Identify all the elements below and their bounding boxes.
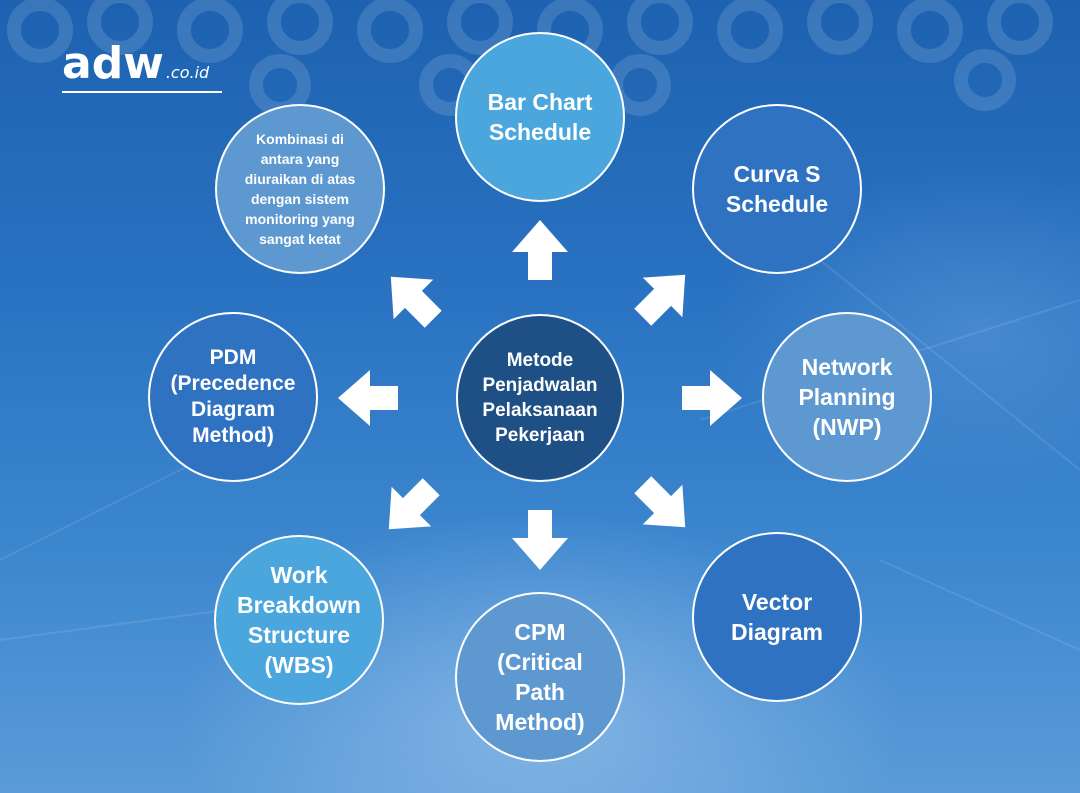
node-curva-s-schedule-label: Curva S Schedule [725,161,829,217]
node-bar-chart-schedule-label: Bar Chart Schedule [487,89,593,145]
arrow-icon-right [682,370,742,426]
node-bar-chart-schedule: Bar Chart Schedule [455,32,625,202]
node-curva-s-schedule: Curva S Schedule [692,104,862,274]
logo-wordmark: adw [62,38,164,89]
node-vector-diagram: Vector Diagram [692,532,862,702]
node-wbs-label: Work Breakdown Structure (WBS) [237,562,361,678]
node-network-planning: Network Planning (NWP) [762,312,932,482]
arrow-icon-up-right [634,274,686,326]
node-kombinasi-label: Kombinasi di antara yang diuraikan di at… [244,131,356,247]
node-cpm: CPM (Critical Path Method) [455,592,625,762]
arrow-icon-down [512,510,568,570]
arrow-icon-down-left [388,478,440,530]
node-network-planning-label: Network Planning (NWP) [798,354,896,440]
node-pdm: PDM (Precedence Diagram Method) [148,312,318,482]
center-node: Metode Penjadwalan Pelaksanaan Pekerjaan [456,314,624,482]
node-wbs: Work Breakdown Structure (WBS) [214,535,384,705]
logo-domain: .co.id [165,63,210,82]
arrow-icon-down-right [634,476,686,528]
node-pdm-label: PDM (Precedence Diagram Method) [170,346,296,447]
arrow-icon-up-left [390,276,442,328]
arrow-icon-left [338,370,398,426]
node-vector-diagram-label: Vector Diagram [730,589,824,645]
node-kombinasi: Kombinasi di antara yang diuraikan di at… [215,104,385,274]
center-node-label: Metode Penjadwalan Pelaksanaan Pekerjaan [482,350,598,446]
logo: adw.co.id [62,38,222,93]
node-cpm-label: CPM (Critical Path Method) [495,619,585,735]
arrow-icon-up [512,220,568,280]
logo-underline [62,91,222,93]
